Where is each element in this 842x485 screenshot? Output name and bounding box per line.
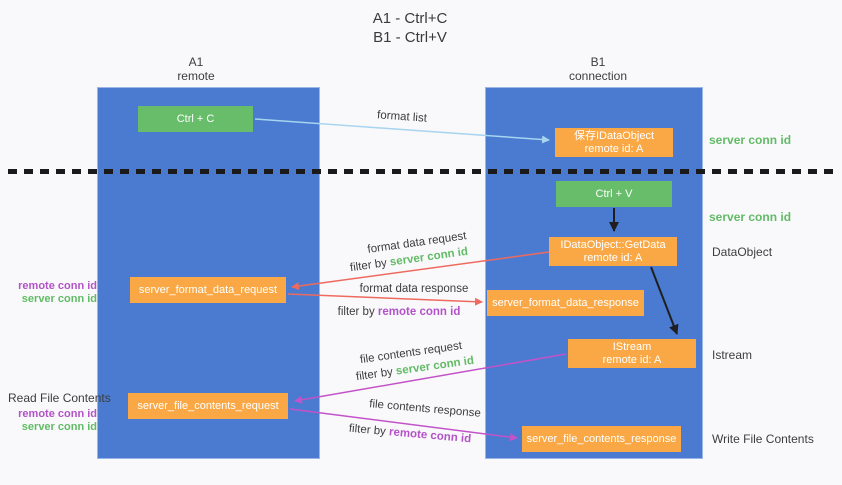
page-title: A1 - Ctrl+C B1 - Ctrl+V (0, 9, 820, 47)
server-conn-id-right-mid: server conn id (709, 210, 792, 224)
node-ctrl-c-label: Ctrl + C (176, 112, 215, 125)
write-file-contents-label: Write File Contents (712, 432, 814, 446)
node-ctrl-c: Ctrl + C (138, 106, 253, 132)
node-save-dataobject-line1: 保存IDataObject (573, 129, 655, 142)
remote-conn-id-label: remote conn id (18, 408, 97, 420)
lane-b-header: B1 connection (528, 55, 668, 83)
page-title-line1: A1 - Ctrl+C (372, 10, 448, 27)
remote-conn-id-label: remote conn id (18, 280, 97, 292)
left-conn-id-pair-2: remote conn id server conn id (10, 408, 97, 434)
server-conn-id-right-top: server conn id (709, 133, 792, 147)
server-conn-id-label: server conn id (21, 293, 97, 305)
node-save-dataobject-line2: remote id: A (584, 142, 644, 155)
filter-by-text: filter by (337, 306, 375, 318)
node-getdata-line1: IDataObject::GetData (560, 238, 666, 251)
node-server-format-data-response: server_format_data_response (487, 290, 644, 316)
node-ctrl-v-label: Ctrl + V (595, 187, 633, 200)
istream-side-label: Istream (712, 348, 753, 362)
remote-conn-id-text: remote conn id (388, 426, 472, 446)
node-istream-line1: IStream (612, 340, 652, 353)
node-ctrl-v: Ctrl + V (556, 181, 672, 207)
node-server-format-data-response-label: server_format_data_response (492, 296, 639, 309)
node-server-file-contents-request: server_file_contents_request (128, 393, 288, 419)
node-save-dataobject: 保存IDataObject remote id: A (555, 128, 673, 157)
filter-by-text: filter by (355, 366, 394, 384)
node-istream: IStream remote id: A (568, 339, 696, 368)
node-getdata: IDataObject::GetData remote id: A (549, 237, 677, 266)
format-data-response-label: format data response (359, 283, 469, 295)
node-server-format-data-request: server_format_data_request (130, 277, 286, 303)
read-file-contents-label: Read File Contents (8, 391, 111, 405)
node-istream-line2: remote id: A (602, 353, 662, 366)
filter-by-remote-conn-id-label-1: filter by remote conn id (338, 306, 461, 318)
lane-a-header: A1 remote (126, 55, 266, 83)
filter-by-text: filter by (349, 257, 388, 275)
node-server-file-contents-request-label: server_file_contents_request (137, 399, 279, 412)
filter-by-text: filter by (348, 422, 387, 438)
page-title-line2: B1 - Ctrl+V (373, 29, 447, 46)
left-conn-id-pair-1: remote conn id server conn id (10, 280, 97, 306)
file-contents-response-label: file contents response (368, 398, 482, 420)
dataobject-label: DataObject (712, 245, 773, 259)
node-server-file-contents-response: server_file_contents_response (522, 426, 681, 452)
lane-a-id: A1 (188, 55, 204, 69)
node-server-format-data-request-label: server_format_data_request (138, 283, 278, 296)
lane-b-name: connection (568, 69, 628, 83)
format-list-label: format list (376, 109, 428, 125)
server-conn-id-label: server conn id (21, 421, 97, 433)
node-getdata-line2: remote id: A (583, 251, 643, 264)
trust-boundary-divider (8, 169, 836, 174)
filter-by-remote-conn-id-label-2: filter by remote conn id (348, 423, 471, 446)
lane-b-id: B1 (590, 55, 606, 69)
remote-conn-id-text: remote conn id (377, 306, 461, 318)
node-server-file-contents-response-label: server_file_contents_response (526, 432, 677, 445)
lane-a-name: remote (177, 69, 215, 83)
